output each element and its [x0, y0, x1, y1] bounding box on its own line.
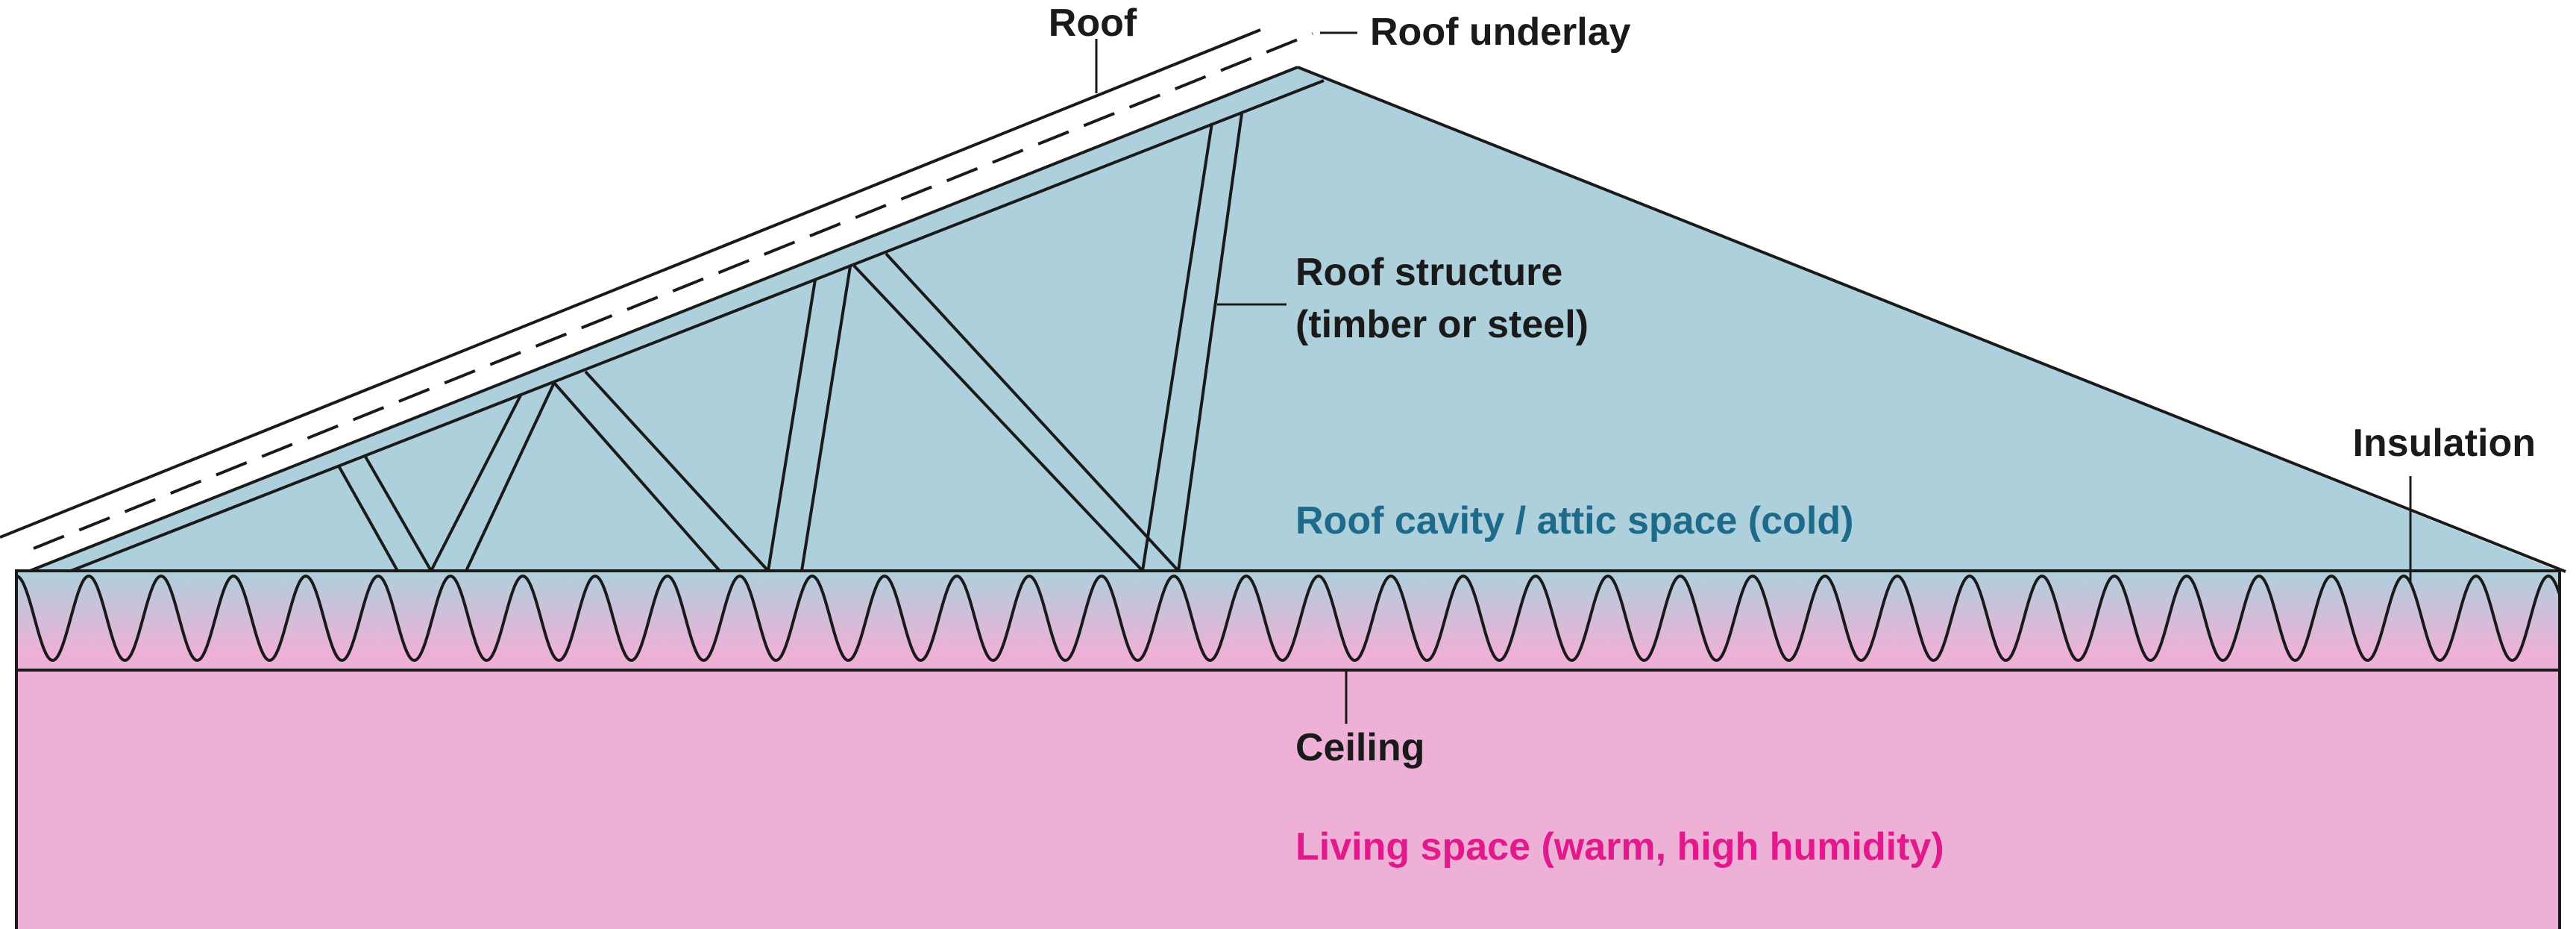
insulation-wave — [16, 574, 2561, 663]
web-line — [553, 381, 721, 572]
web-line — [584, 370, 770, 572]
living-space-area — [15, 669, 2561, 929]
web-line — [430, 395, 522, 572]
roof-structure-sub-label: (timber or steel) — [1295, 303, 1589, 346]
insulation-label: Insulation — [2352, 422, 2536, 465]
roof-structure-webs — [338, 113, 1243, 572]
web-line — [1141, 122, 1213, 572]
right-roof-line — [1297, 66, 2566, 573]
roof-underlay-label: Roof underlay — [1370, 10, 1631, 54]
attic-space-area — [30, 67, 2558, 571]
leader-lines — [1095, 31, 2412, 724]
roof-outer-line — [0, 28, 1261, 539]
ceiling-label: Ceiling — [1295, 726, 1424, 769]
web-line — [364, 456, 433, 572]
web-line — [885, 252, 1180, 572]
living-space-label: Living space (warm, high humidity) — [1295, 825, 1944, 869]
top-chord-line — [29, 66, 1298, 572]
roof-structure-label: Roof structure — [1295, 251, 1562, 294]
web-line — [767, 279, 817, 572]
web-line — [1177, 113, 1243, 572]
web-line — [852, 264, 1144, 572]
web-line — [338, 466, 399, 572]
rafter-inner-line — [70, 79, 1325, 572]
roof-underlay-line — [33, 32, 1313, 550]
roof-cavity-label: Roof cavity / attic space (cold) — [1295, 499, 1853, 542]
web-line — [465, 382, 556, 572]
web-line — [800, 266, 852, 572]
roof-label: Roof — [1049, 1, 1137, 45]
